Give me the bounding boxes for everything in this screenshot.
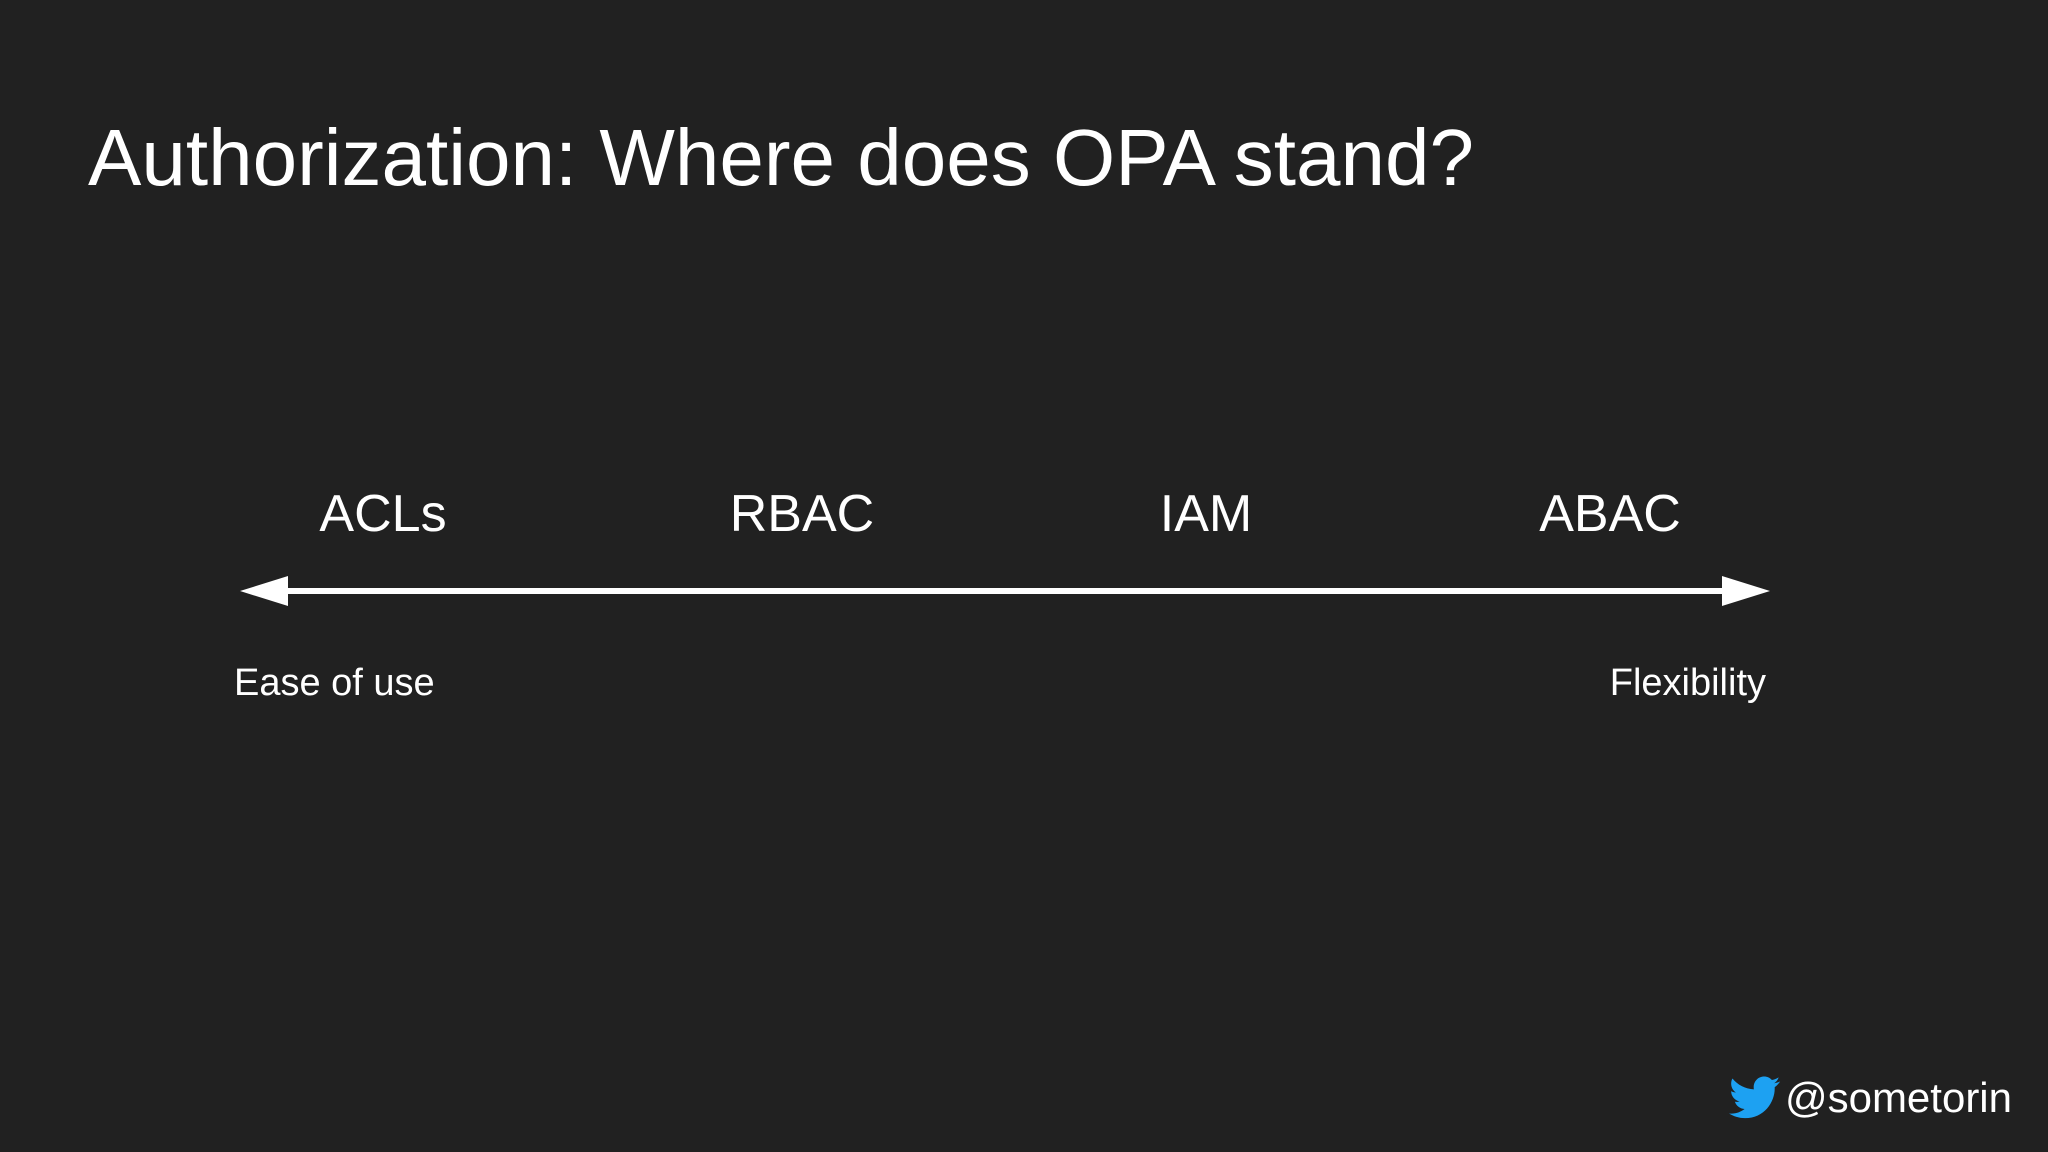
left-end-label: Ease of use	[234, 662, 435, 704]
spectrum-item-rbac: RBAC	[729, 485, 875, 543]
spectrum-item-iam: IAM	[1159, 485, 1253, 543]
twitter-handle: @sometorin	[1728, 1074, 2012, 1121]
twitter-bird-icon	[1728, 1076, 1781, 1119]
spectrum-item-acls: ACLs	[319, 485, 447, 543]
spectrum-axis-arrow	[240, 576, 1770, 606]
handle-text: @sometorin	[1784, 1074, 2012, 1121]
right-end-label: Flexibility	[1609, 662, 1766, 704]
spectrum-item-abac: ABAC	[1539, 485, 1681, 543]
left-arrowhead	[240, 576, 288, 606]
right-arrowhead	[1722, 576, 1770, 606]
slide-title: Authorization: Where does OPA stand?	[88, 113, 1474, 202]
